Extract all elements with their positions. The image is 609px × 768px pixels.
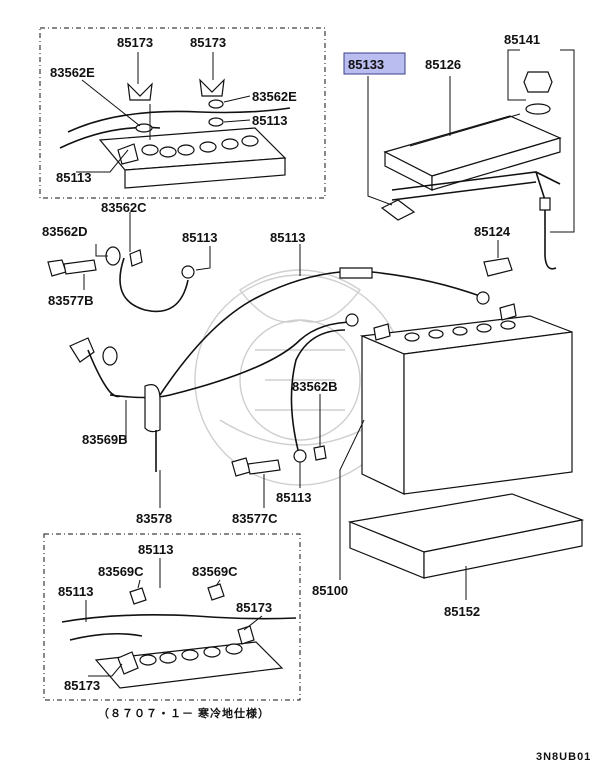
label-83569c-bot-a: 83569C (98, 564, 144, 579)
label-83577c: 83577C (232, 511, 278, 526)
label-85173-top-b: 85173 (190, 35, 226, 50)
pad-85124 (483, 257, 513, 277)
label-85113-top-a: 85113 (252, 113, 287, 128)
label-85113-top-b: 85113 (56, 170, 91, 185)
label-85173-top-a: 85173 (117, 35, 153, 50)
label-83562e-top-a: 83562E (50, 65, 95, 80)
label-83569b: 83569B (82, 432, 128, 447)
label-83562d: 83562D (42, 224, 88, 239)
label-85126: 85126 (425, 57, 461, 72)
highlight-85133[interactable] (343, 52, 406, 75)
label-85113-mid-a: 85113 (182, 230, 217, 245)
battery-tray-85152 (347, 493, 585, 579)
label-83562b: 83562B (292, 379, 338, 394)
label-85173-bot-a: 85173 (236, 600, 272, 615)
label-85141: 85141 (504, 32, 540, 47)
label-85113-bot-a: 85113 (138, 542, 173, 557)
bottom-inset (43, 533, 301, 701)
label-83569c-bot-b: 83569C (192, 564, 238, 579)
label-85100: 85100 (312, 583, 348, 598)
label-85113-mid-c: 85113 (276, 490, 311, 505)
top-inset (39, 27, 326, 199)
figure-code: 3N8UB01 (536, 751, 591, 763)
battery-85100 (359, 303, 573, 495)
label-85113-mid-b: 85113 (270, 230, 305, 245)
label-83562c: 83562C (101, 200, 147, 215)
label-83578: 83578 (136, 511, 172, 526)
battery-hold-down (380, 113, 562, 270)
label-83577b: 83577B (48, 293, 94, 308)
cables-middle (47, 246, 490, 477)
label-85124: 85124 (474, 224, 511, 239)
label-85173-bot-b: 85173 (64, 678, 100, 693)
label-85133[interactable]: 85133 (348, 57, 384, 72)
label-85152: 85152 (444, 604, 480, 619)
label-83562e-top-b: 83562E (252, 89, 297, 104)
inset-note: （８７０７・１－ 寒冷地仕様） (98, 706, 270, 720)
hold-down-nut (523, 71, 553, 115)
label-85113-bot-b: 85113 (58, 584, 93, 599)
battery-caps-top (141, 135, 259, 158)
